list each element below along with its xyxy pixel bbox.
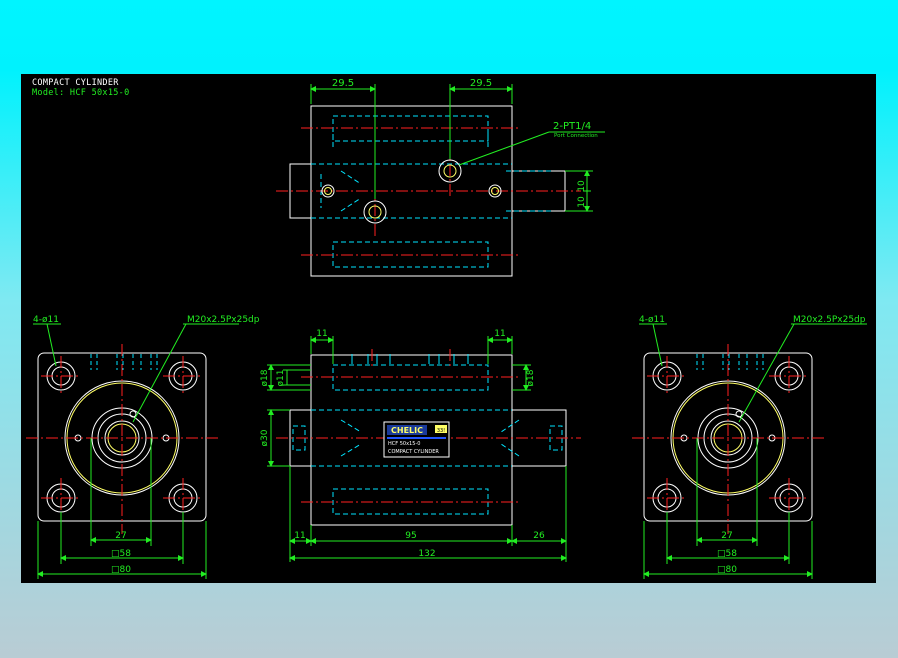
plate-badge: 33!	[437, 428, 445, 434]
port-connection-note: Port Connection	[554, 133, 598, 139]
front-view: CHELIC 33! HCF 50x15-0 COMPACT CYLINDER	[260, 329, 581, 562]
front-centerlines	[276, 349, 581, 503]
top-dim-rod-1: 10	[577, 180, 587, 192]
front-dia-18-left: ø18	[260, 369, 270, 386]
right-dim-80: □80	[717, 565, 737, 575]
right-dim-27: 27	[721, 531, 732, 541]
front-port-marks	[351, 354, 469, 364]
top-view: 29.5 29.5 2-PT1/4 Port Connection 10 10	[276, 78, 605, 277]
plate-brand: CHELIC	[391, 426, 423, 435]
front-dim-right-11: 11	[494, 329, 505, 339]
front-dia-18-right: ø18	[526, 369, 536, 386]
top-ports	[321, 159, 502, 224]
front-dim-top-11: 11	[316, 329, 327, 339]
left-thread-label: M20x2.5Px25dp	[187, 315, 260, 325]
front-dim-95: 95	[405, 531, 416, 541]
front-dia-11: ø11	[276, 370, 286, 387]
plate-model: HCF 50x15-0	[388, 441, 420, 447]
left-centerlines	[26, 344, 218, 534]
drawing-title: COMPACT CYLINDER	[32, 78, 119, 88]
left-dim-80: □80	[111, 565, 131, 575]
title-block: COMPACT CYLINDER Model: HCF 50x15-0	[32, 78, 130, 98]
plate-name: COMPACT CYLINDER	[388, 449, 439, 455]
left-dimensions	[33, 323, 239, 579]
front-dim-132: 132	[418, 549, 435, 559]
right-dimensions	[639, 323, 867, 579]
front-dim-11: 11	[294, 531, 305, 541]
top-dim-right: 29.5	[470, 78, 492, 89]
front-dia-30: ø30	[260, 429, 270, 446]
model-label: Model: HCF 50x15-0	[32, 88, 130, 98]
right-end-view: 4-ø11 M20x2.5Px25dp 27 □58 □80	[632, 315, 867, 579]
left-end-view: 4-ø11 M20x2.5Px25dp 27 □58 □80	[26, 315, 260, 579]
top-dim-rod-2: 10	[577, 196, 587, 208]
drawing-svg: 29.5 29.5 2-PT1/4 Port Connection 10 10	[26, 78, 867, 579]
right-centerlines	[632, 344, 824, 534]
right-hidden-ports	[696, 354, 764, 370]
name-plate-badge-bg	[435, 425, 447, 433]
port-connection-label: 2-PT1/4	[553, 121, 591, 132]
left-dim-27: 27	[115, 531, 126, 541]
top-dimensions	[310, 84, 605, 212]
cad-drawing-canvas: COMPACT CYLINDER Model: HCF 50x15-0	[21, 74, 876, 583]
name-plate-brand-bg	[387, 425, 427, 435]
left-hidden-ports	[90, 354, 158, 370]
right-thread-label: M20x2.5Px25dp	[793, 315, 866, 325]
left-holes-label: 4-ø11	[33, 315, 59, 325]
right-dim-58: □58	[717, 549, 737, 559]
front-dim-26: 26	[533, 531, 545, 541]
right-holes-label: 4-ø11	[639, 315, 665, 325]
top-dim-left: 29.5	[332, 78, 354, 89]
front-dimensions	[267, 336, 567, 562]
name-plate	[383, 421, 450, 458]
left-dim-58: □58	[111, 549, 131, 559]
